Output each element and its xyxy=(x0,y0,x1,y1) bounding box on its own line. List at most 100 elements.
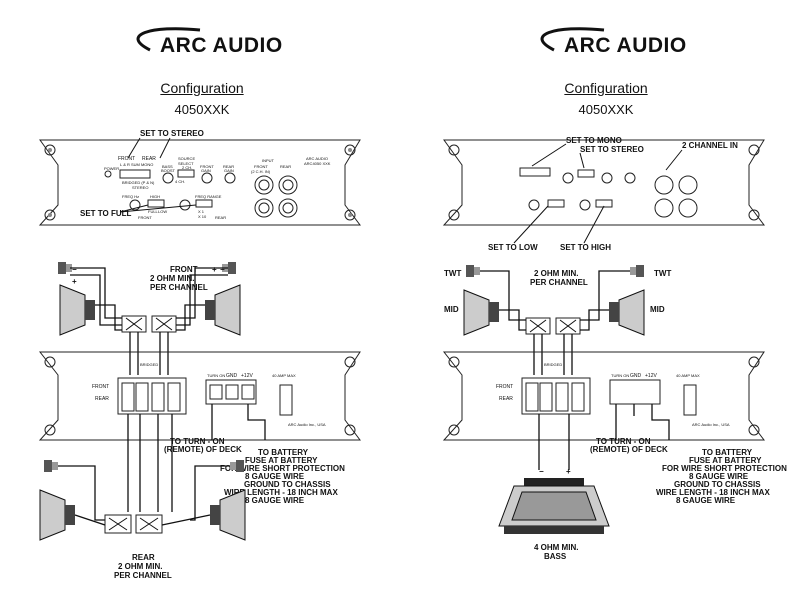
note-battery-4: 8 GAUGE WIRE xyxy=(245,472,305,481)
front-gain-knob[interactable] xyxy=(201,172,213,184)
label-amp-rear: REAR xyxy=(95,396,109,402)
speaker-terminal-block[interactable] xyxy=(117,377,187,415)
amp-bottom-panel: BRIDGED FRONT REAR TURN ON GND +12V 40 A… xyxy=(442,351,765,441)
fuse-icon xyxy=(683,384,697,416)
right-diagram: SET TO MONO SET TO STEREO 2 CHANNEL IN S… xyxy=(442,27,787,561)
front-right-woofer-icon xyxy=(205,284,241,336)
note-battery-1: TO BATTERY xyxy=(258,448,309,457)
rear-filter-switch[interactable] xyxy=(595,199,613,208)
note-ground-1: GROUND TO CHASSIS xyxy=(674,480,761,489)
label-2ch: 2 CH. xyxy=(182,165,192,170)
front-impedance: 2 OHM MIN. xyxy=(150,274,194,283)
front-freq-knob[interactable] xyxy=(129,199,141,211)
rear-right-top-speaker-icon xyxy=(230,460,244,472)
note-battery-2: FUSE AT BATTERY xyxy=(245,456,318,465)
brand-logo: ARC AUDIO xyxy=(564,34,687,57)
label-company: ARC Audio Inc., USA xyxy=(288,422,326,427)
rear-freq-knob[interactable] xyxy=(579,199,591,211)
label-rear-bottom: REAR xyxy=(215,215,226,220)
callout-2-channel-in: 2 CHANNEL IN xyxy=(682,141,738,150)
rear-per-channel: PER CHANNEL xyxy=(114,571,172,580)
bass-impedance: 4 OHM MIN. xyxy=(534,543,578,552)
model-number: 4050XXK xyxy=(174,102,230,117)
input-front-r-jack[interactable] xyxy=(654,198,674,218)
label-gnd: GND xyxy=(630,373,642,379)
label-amp-max: 40 AMP MAX xyxy=(676,373,700,378)
bass-boost-knob[interactable] xyxy=(562,172,574,184)
label-turn-on: TURN ON xyxy=(207,373,225,378)
input-rear-l-jack[interactable] xyxy=(278,175,298,195)
label-input-ch: (2 C.H. IN) xyxy=(251,169,271,174)
power-terminal-block[interactable] xyxy=(205,379,257,405)
mid-impedance: 2 OHM MIN. xyxy=(534,269,578,278)
label-rear: REAR xyxy=(142,156,156,162)
front-left-woofer-icon xyxy=(59,284,95,336)
speaker-terminal-block[interactable] xyxy=(521,377,591,415)
mid-left-woofer-icon xyxy=(463,289,499,336)
front-filter-switch[interactable] xyxy=(547,199,565,208)
mid-left-label: MID xyxy=(444,305,459,314)
mode-switch[interactable] xyxy=(519,167,551,177)
mode-switch[interactable] xyxy=(119,169,151,179)
label-x1: X 1 xyxy=(198,209,205,214)
label-amp-max: 40 AMP MAX xyxy=(272,373,296,378)
note-ground-2: WIRE LENGTH - 18 INCH MAX xyxy=(656,488,770,497)
rear-left-woofer-icon xyxy=(39,489,75,541)
rear-crossover-right xyxy=(135,514,163,534)
label-12v: +12V xyxy=(241,373,253,379)
crossover-right xyxy=(555,317,581,335)
note-ground-3: 8 GAUGE WIRE xyxy=(676,496,736,505)
label-boost: BOOST xyxy=(161,168,176,173)
source-select-switch[interactable] xyxy=(177,169,195,178)
config-title: Configuration xyxy=(564,80,648,96)
power-led-icon xyxy=(104,170,112,178)
input-rear-r-jack[interactable] xyxy=(678,198,698,218)
input-front-l-jack[interactable] xyxy=(654,175,674,195)
label-amp-rear: REAR xyxy=(499,396,513,402)
note-turn-on-2: (REMOTE) OF DECK xyxy=(590,445,668,454)
label-company: ARC Audio Inc., USA xyxy=(692,422,730,427)
note-battery-2: FUSE AT BATTERY xyxy=(689,456,762,465)
input-rear-l-jack[interactable] xyxy=(678,175,698,195)
rear-filter-switch[interactable] xyxy=(195,199,213,208)
label-bridged-pn: BRIDGED (P & N) xyxy=(122,180,155,185)
front-left-top-speaker-icon xyxy=(58,262,72,274)
note-battery-3: FOR WIRE SHORT PROTECTION xyxy=(662,464,787,473)
front-crossover-right xyxy=(151,315,177,333)
label-bridged: BRIDGED xyxy=(544,362,562,367)
left-configuration-panel: FRONT REAR POWER L & R SUM MONO BRIDGED … xyxy=(38,27,361,580)
label-brand-small: ARC AUDIO xyxy=(306,156,328,161)
rear-right-woofer-icon xyxy=(210,489,246,541)
rear-gain-knob[interactable] xyxy=(224,172,236,184)
fuse-icon xyxy=(279,384,293,416)
amp-top-panel: FRONT REAR POWER L & R SUM MONO BRIDGED … xyxy=(38,139,361,226)
power-terminal-block[interactable] xyxy=(609,379,661,405)
rear-freq-knob[interactable] xyxy=(179,199,191,211)
callout-set-to-mono: SET TO MONO xyxy=(566,136,622,145)
front-gain-knob[interactable] xyxy=(601,172,613,184)
label-stereo: STEREO xyxy=(132,185,148,190)
label-front-bottom: FRONT xyxy=(138,215,152,220)
input-front-l-jack[interactable] xyxy=(254,175,274,195)
note-turn-on-1: TO TURN - ON xyxy=(170,437,225,446)
model-number: 4050XXK xyxy=(578,102,634,117)
front-filter-switch[interactable] xyxy=(147,199,165,208)
rear-gain-knob[interactable] xyxy=(624,172,636,184)
input-front-r-jack[interactable] xyxy=(254,198,274,218)
note-turn-on-1: TO TURN - ON xyxy=(596,437,651,446)
label-gnd: GND xyxy=(226,373,238,379)
callout-set-to-stereo: SET TO STEREO xyxy=(580,145,644,154)
bass-boost-knob[interactable] xyxy=(162,172,174,184)
note-battery-1: TO BATTERY xyxy=(702,448,753,457)
rear-impedance: 2 OHM MIN. xyxy=(118,562,162,571)
input-rear-r-jack[interactable] xyxy=(278,198,298,218)
mid-right-label: MID xyxy=(650,305,665,314)
note-battery-4: 8 GAUGE WIRE xyxy=(689,472,749,481)
label-rear-gain: REAR xyxy=(223,164,234,169)
crossover-left xyxy=(525,317,551,335)
front-freq-knob[interactable] xyxy=(528,199,540,211)
label-4ch: 4 CH. xyxy=(175,179,185,184)
right-configuration-panel: SET TO MONO SET TO STEREO 2 CHANNEL IN S… xyxy=(404,0,808,612)
left-diagram: FRONT REAR POWER L & R SUM MONO BRIDGED … xyxy=(38,27,361,580)
source-select-switch[interactable] xyxy=(577,169,595,178)
